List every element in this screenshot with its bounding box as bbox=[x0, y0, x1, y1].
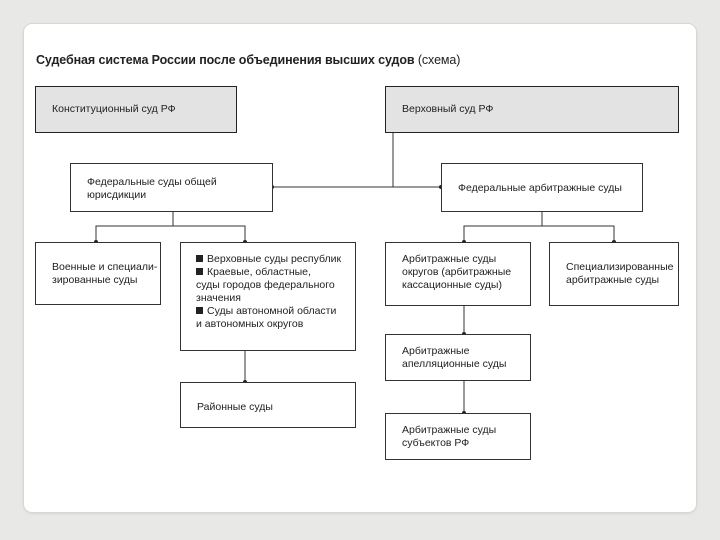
box-text: субъектов РФ bbox=[402, 437, 470, 449]
box-text: Верховный суд РФ bbox=[402, 103, 494, 115]
diagram-title: Судебная система России после объединени… bbox=[36, 53, 460, 67]
connector-supreme-to-federal bbox=[272, 132, 394, 188]
regional-item: Верховные суды республик bbox=[196, 253, 345, 266]
box-supreme-court: Верховный суд РФ bbox=[385, 86, 679, 133]
title-bold: Судебная система России после объединени… bbox=[36, 53, 415, 67]
box-text: Арбитражные суды bbox=[402, 424, 497, 436]
box-constitutional-court: Конституционный суд РФ bbox=[35, 86, 237, 133]
box-text: Арбитражные bbox=[402, 345, 470, 357]
regional-item: Суды автономной области bbox=[196, 305, 345, 318]
connector-general-split bbox=[95, 211, 246, 242]
bullet-icon bbox=[196, 268, 203, 275]
box-text: апелляционные суды bbox=[402, 358, 507, 370]
box-text: Федеральные арбитражные суды bbox=[458, 182, 622, 194]
box-regional-courts: Верховные суды республик Краевые, област… bbox=[180, 242, 356, 351]
box-arbitration-district-courts: Арбитражные суды округов (арбитражные ка… bbox=[385, 242, 531, 306]
box-specialized-arbitration-courts: Специализированные арбитражные суды bbox=[549, 242, 679, 306]
box-text: округов (арбитражные bbox=[402, 266, 512, 278]
connector-arbitration-split bbox=[463, 211, 615, 242]
box-federal-arbitration-courts: Федеральные арбитражные суды bbox=[441, 163, 643, 212]
bullet-icon bbox=[196, 307, 203, 314]
regional-item: Краевые, областные, bbox=[196, 266, 345, 279]
regional-item: и автономных округов bbox=[196, 318, 304, 330]
box-military-courts: Военные и специали- зированные суды bbox=[35, 242, 161, 305]
box-text: Федеральные суды общей bbox=[87, 176, 217, 188]
box-district-courts: Районные суды bbox=[180, 382, 356, 428]
box-arbitration-appeal-courts: Арбитражные апелляционные суды bbox=[385, 334, 531, 381]
box-text: арбитражные суды bbox=[566, 274, 659, 286]
regional-item: суды городов федерального bbox=[196, 279, 335, 291]
bullet-icon bbox=[196, 255, 203, 262]
box-text: Конституционный суд РФ bbox=[52, 103, 176, 115]
box-text: Военные и специали- bbox=[52, 261, 158, 273]
box-arbitration-subject-courts: Арбитражные суды субъектов РФ bbox=[385, 413, 531, 460]
box-text: Арбитражные суды bbox=[402, 253, 497, 265]
box-text: Районные суды bbox=[197, 401, 273, 413]
regional-item: значения bbox=[196, 292, 241, 304]
box-federal-general-courts: Федеральные суды общей юрисдикции bbox=[70, 163, 273, 212]
box-text: юрисдикции bbox=[87, 189, 147, 201]
box-text: зированные суды bbox=[52, 274, 138, 286]
box-text: Специализированные bbox=[566, 261, 674, 273]
title-suffix: (схема) bbox=[414, 53, 461, 67]
box-text: кассационные суды) bbox=[402, 279, 502, 291]
